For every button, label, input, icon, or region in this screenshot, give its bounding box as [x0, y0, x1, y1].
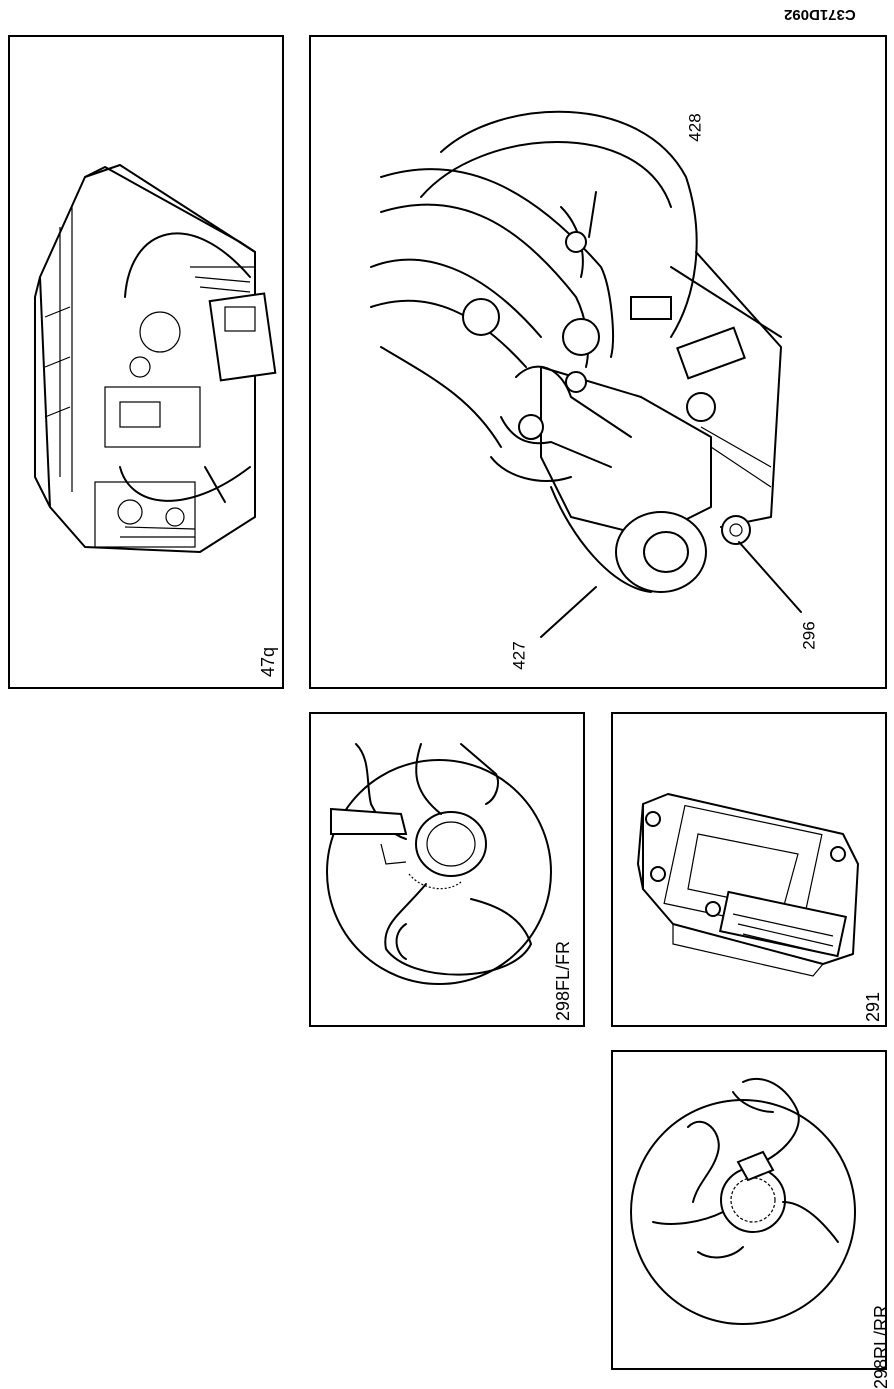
panel-abs-unit: 428 427 296: [309, 35, 887, 689]
panel-instrument-cluster: 47q: [8, 35, 284, 689]
label-291: 291: [863, 991, 884, 1023]
callout-leader-428: [588, 191, 597, 238]
label-298fl-fr: 298FL/FR: [553, 940, 574, 1022]
callout-428: 428: [685, 113, 705, 142]
panel-front-sensor: 298FL/FR: [309, 712, 585, 1027]
callout-296: 296: [799, 621, 819, 650]
panel-rear-sensor: 298RL/RR: [611, 1050, 891, 1389]
label-298rl-rr: 298RL/RR: [871, 1304, 892, 1389]
control-module-drawing: [637, 793, 859, 977]
callout-427: 427: [509, 641, 529, 670]
rear-sensor-drawing: [630, 1077, 856, 1325]
document-code: C371D092: [784, 6, 856, 23]
front-sensor-drawing: [326, 743, 552, 985]
label-47q: 47q: [258, 646, 279, 678]
abs-unit-drawing: [370, 110, 802, 638]
panel-control-module: 291: [611, 712, 887, 1027]
callout-leader-427: [540, 586, 597, 638]
callout-leader-296: [738, 541, 802, 613]
instrument-cluster-drawing: [34, 164, 277, 553]
